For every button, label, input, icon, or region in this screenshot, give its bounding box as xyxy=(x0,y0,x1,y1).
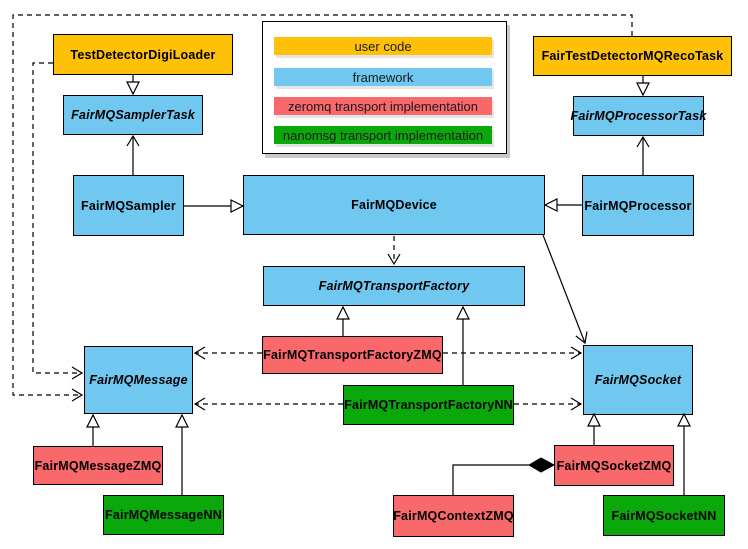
node-label: FairMQSocketZMQ xyxy=(556,458,672,473)
node-fairtestdetectormqrecotask: FairTestDetectorMQRecoTask xyxy=(533,36,732,76)
legend-item-zeromq: zeromq transport implementation xyxy=(274,97,492,115)
legend-item-nanomsg: nanomsg transport implementation xyxy=(274,126,492,144)
node-label: FairMQDevice xyxy=(351,198,437,212)
node-fairmqcontextzmq: FairMQContextZMQ xyxy=(393,495,514,537)
node-label: FairMQContextZMQ xyxy=(393,509,514,523)
node-label: FairMQTransportFactory xyxy=(318,279,470,293)
node-label: FairMQTransportFactoryZMQ xyxy=(263,348,442,362)
composition-diamond xyxy=(528,457,556,473)
node-fairmqprocessor: FairMQProcessor xyxy=(582,175,694,236)
node-label: FairMQSamplerTask xyxy=(71,108,195,122)
node-fairmqprocessortask: FairMQProcessorTask xyxy=(570,96,707,136)
node-label: FairMQMessageZMQ xyxy=(34,458,162,473)
node-fairmqmessagezmq: FairMQMessageZMQ xyxy=(33,446,163,485)
node-testdetectordigiloader: TestDetectorDigiLoader xyxy=(53,34,233,75)
node-label: FairMQSampler xyxy=(81,198,176,213)
node-fairmqsocket: FairMQSocket xyxy=(583,345,693,415)
node-fairmqtransportfactory: FairMQTransportFactory xyxy=(263,266,525,306)
node-fairmqdevice: FairMQDevice xyxy=(243,175,545,235)
node-fairmqsamplertask: FairMQSamplerTask xyxy=(63,95,203,135)
node-fairmqsocketzmq: FairMQSocketZMQ xyxy=(554,445,674,486)
node-fairmqmessagenn: FairMQMessageNN xyxy=(103,495,224,535)
legend: user code framework zeromq transport imp… xyxy=(262,21,507,154)
edge-contextzmq-socketzmq xyxy=(452,464,529,495)
node-label: FairMQTransportFactoryNN xyxy=(344,398,513,412)
legend-label: zeromq transport implementation xyxy=(287,98,479,114)
edge-device-socket xyxy=(542,234,588,345)
node-label: FairMQSocket xyxy=(594,373,682,387)
node-label: TestDetectorDigiLoader xyxy=(70,47,216,62)
legend-label: nanomsg transport implementation xyxy=(282,127,484,143)
legend-item-framework: framework xyxy=(274,68,492,86)
node-label: FairMQMessage xyxy=(89,373,188,387)
node-fairmqsocketnn: FairMQSocketNN xyxy=(603,495,725,536)
node-label: FairMQSocketNN xyxy=(611,508,717,523)
node-fairmqmessage: FairMQMessage xyxy=(84,346,193,414)
legend-item-user-code: user code xyxy=(274,37,492,55)
legend-label: user code xyxy=(354,38,412,54)
node-fairmqsampler: FairMQSampler xyxy=(73,175,184,236)
node-fairmqtransportfactorynn: FairMQTransportFactoryNN xyxy=(343,385,514,425)
node-fairmqtransportfactoryzmq: FairMQTransportFactoryZMQ xyxy=(262,336,443,374)
node-label: FairMQMessageNN xyxy=(105,508,222,522)
node-label: FairMQProcessorTask xyxy=(570,109,707,123)
legend-label: framework xyxy=(352,69,414,85)
node-label: FairMQProcessor xyxy=(584,198,692,213)
node-label: FairTestDetectorMQRecoTask xyxy=(541,49,724,63)
